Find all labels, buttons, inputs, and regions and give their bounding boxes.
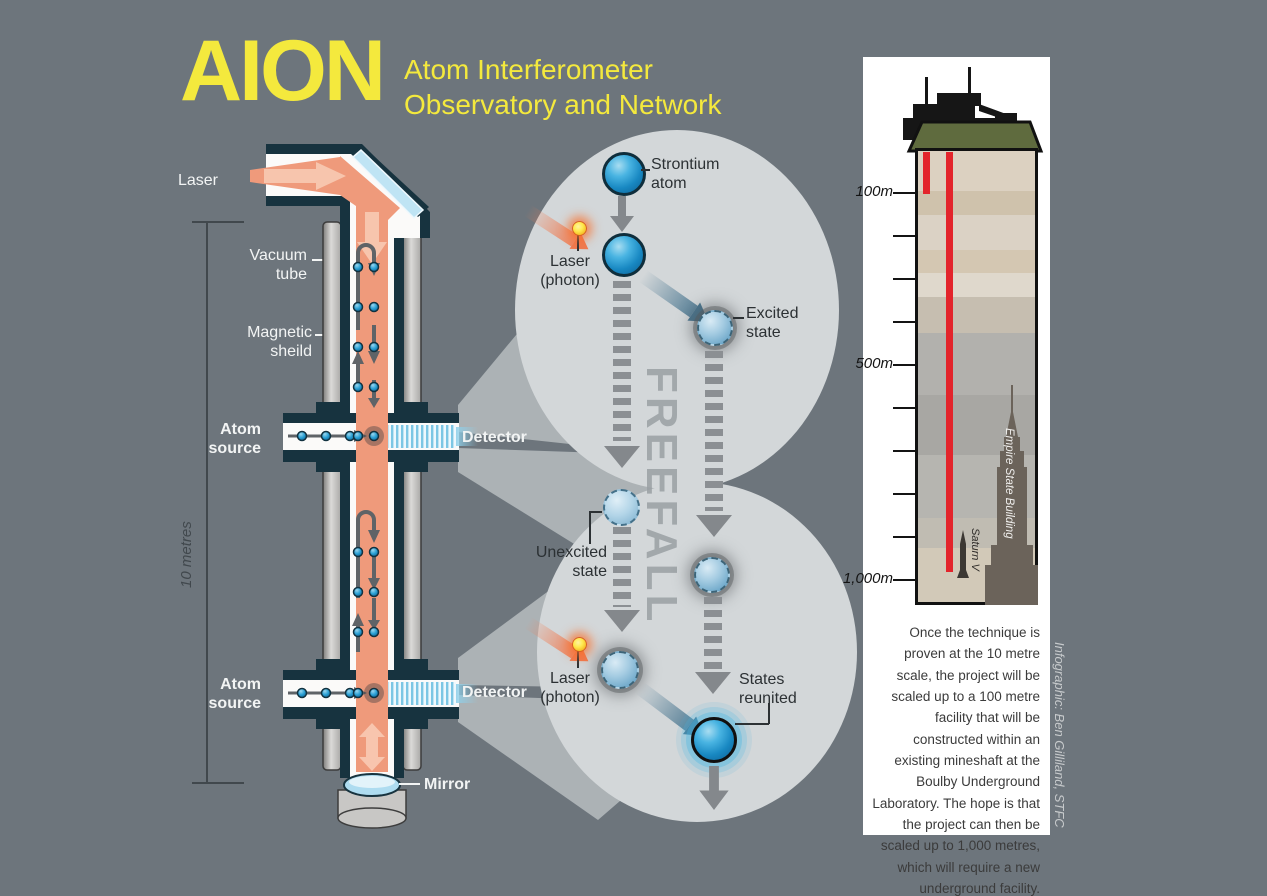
empire-state-label: Empire State Building [1003, 428, 1015, 539]
detector-lower-graphic [388, 682, 478, 705]
states-reunited-sphere [691, 717, 737, 763]
laser-photon-leader-bottom [577, 651, 579, 668]
excited-state-leader [733, 317, 744, 319]
excited-state-sphere-2 [694, 557, 730, 593]
subtitle-line-1: Atom Interferometer [404, 54, 653, 85]
excited-state-label: Excited state [746, 305, 799, 341]
depth-tick-500 [893, 364, 915, 366]
magnetic-shield-label: Magnetic sheild [247, 324, 312, 360]
interferometer-apparatus [250, 144, 478, 829]
saturn-v-label: Saturn V [969, 528, 981, 571]
credit-text: Infographic: Ben Gilliland, STFC [1052, 642, 1067, 828]
unexcited-leader-v [589, 511, 591, 544]
depth-label-1000m: 1,000m [842, 570, 893, 587]
photon-hit-sphere-bottom [601, 651, 639, 689]
height-scale-label: 10 metres [178, 521, 195, 588]
photon-dot-bottom [572, 637, 587, 652]
laser-input-elbow [250, 144, 430, 264]
scale-bracket-tick-top [192, 221, 244, 223]
bounce-arrow [359, 723, 385, 771]
scale-bracket-tick-bottom [192, 782, 244, 784]
page-subtitle: Atom Interferometer Observatory and Netw… [404, 52, 721, 123]
depth-tick-300 [893, 278, 915, 280]
laser-arrow-horizontal [264, 162, 346, 190]
freefall-trail-left-2-head [604, 610, 640, 632]
gravity-arrow-final [699, 766, 729, 810]
freefall-watermark: FREEFALL [637, 366, 686, 626]
surface-ground-graphic [906, 120, 1044, 153]
depth-tick-400 [893, 321, 915, 323]
unexcited-state-sphere [603, 489, 640, 526]
strontium-atom-label: Strontium atom [651, 156, 720, 192]
mirror-label: Mirror [424, 776, 471, 793]
photon-dot-top [572, 221, 587, 236]
freefall-trail-right-2 [704, 597, 722, 669]
saturn-v-icon [957, 530, 969, 578]
mirror-leader [399, 783, 420, 785]
laser-photon-leader-top [577, 234, 579, 251]
callout-circle-top [515, 130, 839, 490]
depth-label-100m: 100m [855, 183, 893, 200]
freefall-trail-right-2-head [695, 672, 731, 694]
atoms [296, 261, 380, 699]
strontium-atom-sphere [602, 152, 646, 196]
excited-state-sphere [697, 310, 733, 346]
detector-label-upper: Detector [462, 429, 527, 446]
empire-state-building-icon [985, 385, 1038, 605]
strontium-leader [641, 169, 650, 171]
depth-tick-700 [893, 450, 915, 452]
facility-bar-1000m [946, 152, 953, 572]
states-reunited-label: States reunited [739, 671, 797, 707]
freefall-trail-right-1 [705, 351, 723, 511]
depth-tick-100 [893, 192, 915, 194]
facility-bar-100m [923, 152, 930, 194]
depth-tick-800 [893, 493, 915, 495]
scale-bracket-line [206, 222, 208, 783]
atom-path-heads-lower [352, 530, 380, 630]
vacuum-tube-label: Vacuum tube [249, 247, 307, 283]
detector-label-lower: Detector [462, 684, 527, 701]
atom-source-label-lower: Atom source [208, 676, 261, 712]
depth-tick-600 [893, 407, 915, 409]
detector-upper-graphic [388, 425, 478, 448]
states-reunited-leader-v [768, 703, 770, 724]
bottom-mirror-graphic [337, 773, 407, 829]
states-reunited-leader-h [735, 723, 769, 725]
depth-label-500m: 500m [855, 355, 893, 372]
depth-tick-1000 [893, 579, 915, 581]
depth-tick-900 [893, 536, 915, 538]
freefall-trail-left-1 [613, 281, 631, 441]
laser-photon-label-top: Laser (photon) [540, 253, 600, 289]
mirror-top-glass [351, 148, 425, 220]
freefall-trail-left-2 [613, 527, 631, 607]
laser-photon-label-bottom: Laser (photon) [540, 670, 600, 706]
photon-hit-sphere-top [602, 233, 646, 277]
depth-panel-caption: Once the technique is proven at the 10 m… [872, 625, 1040, 896]
freefall-trail-right-1-head [696, 515, 732, 537]
unexcited-state-label: Unexcited state [535, 544, 607, 580]
unexcited-leader-h [589, 511, 602, 513]
depth-tick-200 [893, 235, 915, 237]
laser-label: Laser [177, 172, 218, 189]
page-title: AION [180, 23, 386, 119]
freefall-trail-left-1-head [604, 446, 640, 468]
subtitle-line-2: Observatory and Network [404, 89, 722, 121]
atom-source-label-upper: Atom source [208, 421, 261, 457]
laser-beam-column [356, 194, 388, 772]
gravity-arrow-1 [610, 196, 634, 232]
